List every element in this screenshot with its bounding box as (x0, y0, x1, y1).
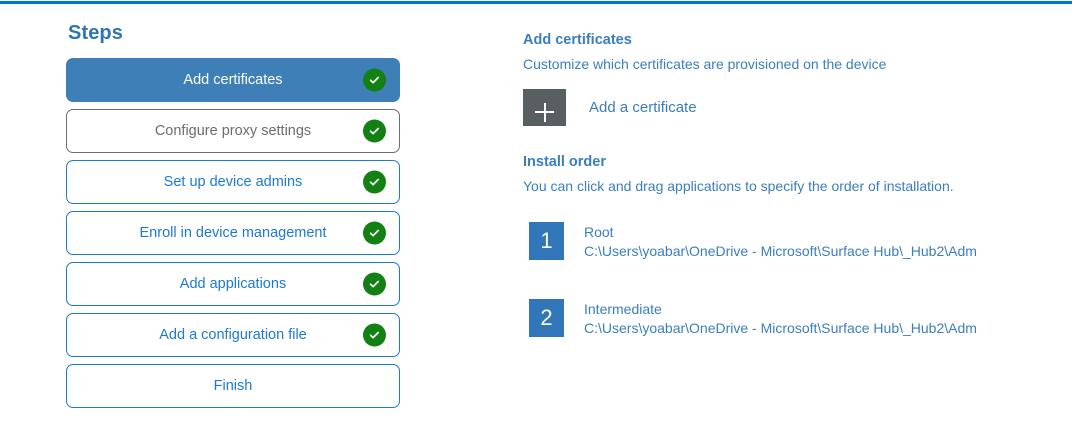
step-label: Finish (213, 378, 253, 394)
step-label: Set up device admins (163, 174, 303, 190)
step-label: Add applications (179, 276, 287, 292)
order-item-text: Intermediate C:\Users\yoabar\OneDrive - … (584, 299, 977, 338)
certificate-name: Root (584, 224, 614, 240)
sidebar-item-add-certificates[interactable]: Add certificates (66, 58, 400, 102)
install-order-title: Install order (523, 154, 606, 170)
order-item-text: Root C:\Users\yoabar\OneDrive - Microsof… (584, 222, 977, 261)
page-subtitle: Customize which certificates are provisi… (523, 56, 887, 72)
step-label: Enroll in device management (139, 225, 327, 241)
step-label: Configure proxy settings (154, 123, 312, 139)
check-circle-icon (363, 221, 386, 245)
sidebar-item-finish[interactable]: Finish (66, 364, 400, 408)
add-certificate-label: Add a certificate (589, 99, 697, 116)
install-order-section: Install order You can click and drag app… (523, 153, 1043, 338)
install-order-list: 1 Root C:\Users\yoabar\OneDrive - Micros… (523, 222, 1043, 338)
certificate-name: Intermediate (584, 301, 662, 317)
steps-list: Add certificates Configure proxy setting… (66, 58, 400, 408)
install-order-description: You can click and drag applications to s… (523, 178, 954, 194)
list-item[interactable]: 2 Intermediate C:\Users\yoabar\OneDrive … (523, 299, 1043, 338)
order-number-badge: 1 (529, 222, 564, 260)
page-title: Add certificates (523, 32, 632, 48)
sidebar-item-add-a-configuration-file[interactable]: Add a configuration file (66, 313, 400, 357)
certificate-path: C:\Users\yoabar\OneDrive - Microsoft\Sur… (584, 243, 977, 259)
add-certificate-button[interactable]: Add a certificate (523, 89, 697, 126)
steps-panel: Steps Add certificates Configure proxy s… (66, 22, 400, 408)
detail-panel: Add certificates Customize which certifi… (523, 31, 1043, 338)
order-number-badge: 2 (529, 299, 564, 337)
list-item[interactable]: 1 Root C:\Users\yoabar\OneDrive - Micros… (523, 222, 1043, 261)
top-accent-rule (0, 1, 1072, 4)
step-label: Add certificates (183, 72, 283, 88)
sidebar-item-set-up-device-admins[interactable]: Set up device admins (66, 160, 400, 204)
certificate-path: C:\Users\yoabar\OneDrive - Microsoft\Sur… (584, 320, 977, 336)
check-circle-icon (363, 323, 386, 347)
sidebar-item-add-applications[interactable]: Add applications (66, 262, 400, 306)
check-circle-icon (363, 272, 386, 296)
check-circle-icon (363, 68, 386, 92)
sidebar-item-enroll-in-device-management[interactable]: Enroll in device management (66, 211, 400, 255)
check-circle-icon (363, 119, 386, 143)
step-label: Add a configuration file (159, 327, 307, 343)
check-circle-icon (363, 170, 386, 194)
steps-title: Steps (68, 22, 123, 44)
plus-icon (523, 89, 566, 126)
sidebar-item-configure-proxy-settings[interactable]: Configure proxy settings (66, 109, 400, 153)
